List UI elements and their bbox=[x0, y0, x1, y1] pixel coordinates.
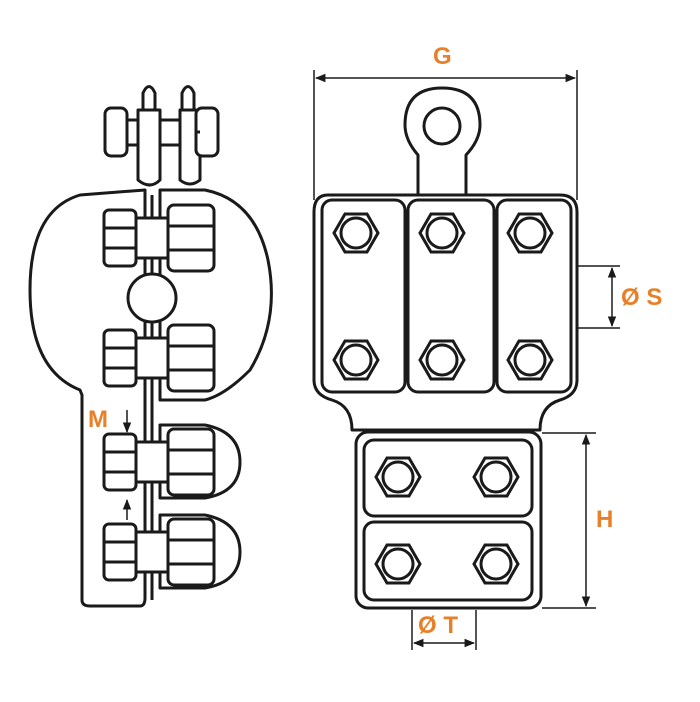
label-m: M bbox=[88, 406, 108, 433]
dimension-t bbox=[411, 610, 477, 650]
label-h: H bbox=[596, 506, 614, 533]
side-bolt-1 bbox=[102, 203, 216, 273]
side-bolt-4 bbox=[102, 517, 216, 587]
conductor-hole bbox=[126, 272, 178, 324]
side-bolt-2 bbox=[102, 323, 216, 393]
side-view bbox=[28, 85, 273, 608]
dimension-s bbox=[578, 265, 620, 329]
dimension-g bbox=[313, 70, 578, 200]
label-t: Ø T bbox=[418, 612, 458, 639]
clamp-body-left bbox=[28, 188, 147, 608]
dimension-h bbox=[542, 432, 596, 609]
label-s: Ø S bbox=[621, 284, 663, 311]
side-bolt-3 bbox=[102, 427, 216, 497]
clevis-top bbox=[103, 85, 220, 187]
label-g: G bbox=[433, 43, 452, 70]
